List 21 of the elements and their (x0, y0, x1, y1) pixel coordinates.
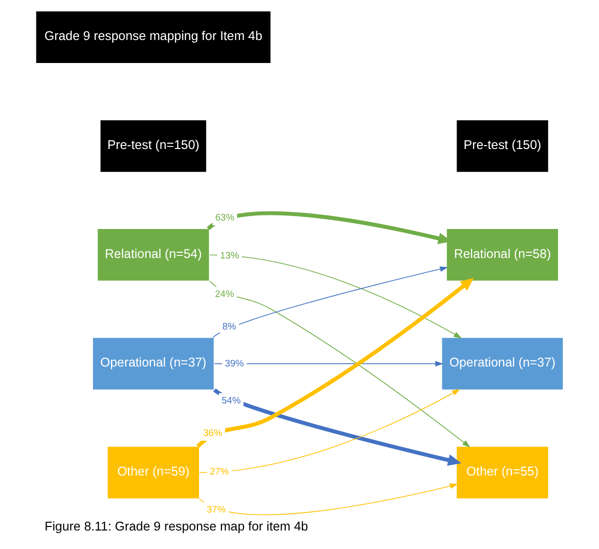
arrow (209, 254, 462, 338)
node-box: Relational (n=54) (98, 229, 209, 281)
node-box: Other (n=55) (456, 446, 548, 498)
node-box: Operational (n=37) (92, 338, 214, 390)
node-box: Other (n=59) (108, 446, 200, 498)
edge-label: 39% (224, 358, 244, 370)
node-box: Grade 9 response mapping for Item 4b (36, 11, 270, 64)
caption: Figure 8.11: Grade 9 response map for item 4b (44, 519, 308, 534)
edge-label: 13% (220, 250, 240, 262)
edge-label: 54% (222, 396, 241, 407)
edge-label: 27% (210, 466, 229, 478)
edge-label: 36% (203, 428, 222, 440)
edge-label: 8% (222, 321, 236, 332)
edge-label: 37% (206, 504, 226, 516)
node-box: Operational (n=37) (442, 338, 563, 390)
edge-label: 63% (215, 212, 234, 224)
arrow (199, 483, 458, 516)
node-box: Pre-test (150) (456, 120, 548, 172)
node-box: Relational (n=58) (446, 229, 558, 281)
node-box: Pre-test (n=150) (100, 120, 206, 172)
edge-label: 24% (214, 289, 234, 300)
